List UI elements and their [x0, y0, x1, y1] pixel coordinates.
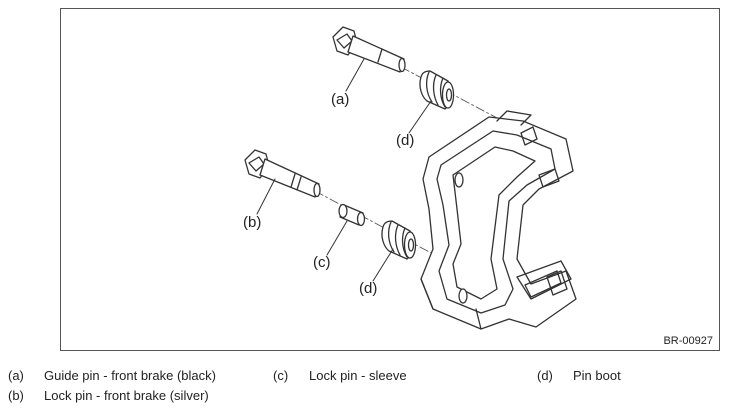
exploded-diagram: (a) (d) (b) (c) (d) BR-00927: [60, 8, 720, 351]
legend-key-b: (b): [8, 388, 24, 403]
lock-pin-sleeve-c: [338, 203, 366, 227]
caliper-bracket: [420, 110, 577, 330]
legend-key-d: (d): [537, 368, 553, 383]
callout-d-lower: (d): [359, 280, 377, 297]
diagram-drawing: (a) (d) (b) (c) (d): [243, 26, 577, 330]
callout-a: (a): [331, 91, 349, 108]
pin-boot-lower-d: [381, 220, 417, 260]
legend-key-c: (c): [273, 368, 289, 383]
callout-d-upper: (d): [396, 132, 414, 149]
legend-text-b: Lock pin - front brake (silver): [44, 388, 209, 403]
lock-pin-b: [244, 149, 321, 198]
legend-text-a: Guide pin - front brake (black): [44, 368, 216, 383]
callout-c: (c): [313, 254, 331, 271]
legend-text-c: Lock pin - sleeve: [309, 368, 407, 383]
callout-b: (b): [243, 214, 261, 231]
guide-pin-a: [332, 26, 406, 73]
leader-lines: [256, 58, 432, 282]
legend-text-d: Pin boot: [573, 368, 621, 383]
legend-key-a: (a): [8, 368, 24, 383]
figure-id: BR-00927: [663, 335, 713, 347]
pin-boot-upper-d: [419, 70, 455, 110]
